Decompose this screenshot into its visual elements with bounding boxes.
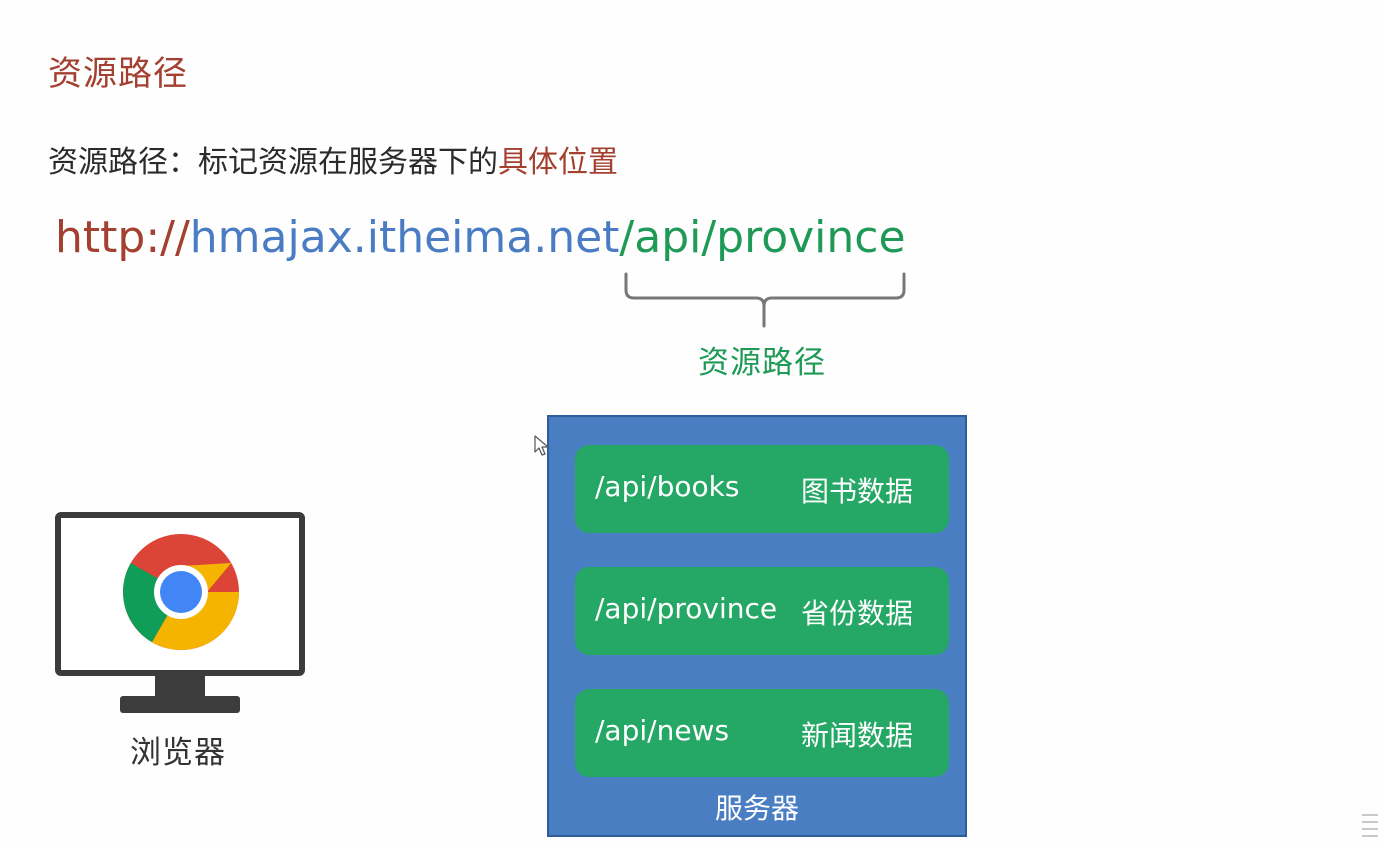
definition-text: 资源路径：标记资源在服务器下的具体位置 [48,137,618,181]
url-path: /api/province [619,212,906,263]
route-desc: 省份数据 [800,597,913,630]
example-url: http://hmajax.itheima.net/api/province [55,212,906,263]
definition-emphasis: 具体位置 [498,145,618,180]
server-label: 服务器 [714,792,799,825]
chrome-browser-icon [123,534,239,650]
route-path: /api/province [595,592,778,625]
route-item: /api/news 新闻数据 [575,689,949,777]
route-desc: 图书数据 [800,475,913,508]
monitor-icon [55,512,305,713]
menu-icon[interactable] [1360,810,1380,840]
url-scheme: http:// [55,212,190,263]
definition-prefix: 资源路径：标记资源在服务器下的 [48,145,498,180]
slide-title: 资源路径 [48,54,188,94]
browser-label: 浏览器 [130,735,226,771]
server-box: /api/books 图书数据 /api/province 省份数据 /api/… [547,415,967,837]
curly-brace-icon [624,272,906,328]
mouse-cursor-icon [534,435,549,456]
brace-label: 资源路径 [698,345,826,381]
route-desc: 新闻数据 [800,719,913,752]
route-path: /api/news [595,714,730,747]
route-path: /api/books [595,470,740,503]
route-item: /api/province 省份数据 [575,567,949,655]
route-item: /api/books 图书数据 [575,445,949,533]
url-host: hmajax.itheima.net [189,212,620,263]
